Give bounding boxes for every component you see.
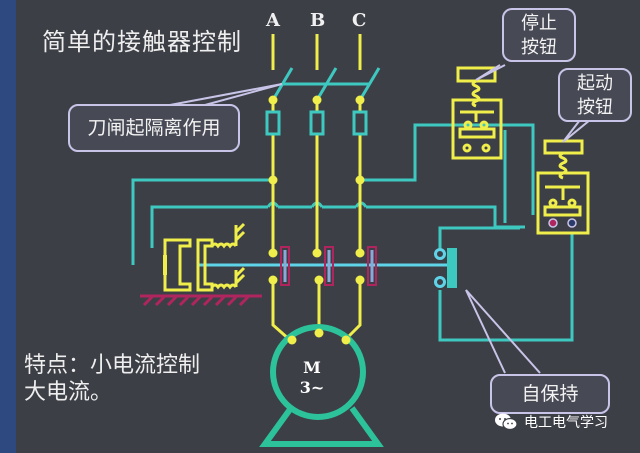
phase-label-c: C [352, 10, 367, 31]
knife-switch-pointer [169, 83, 283, 106]
left-accent-band [0, 0, 16, 453]
start-button[interactable] [536, 139, 590, 235]
motor-label: M 3~ [282, 358, 342, 398]
feature-description: 特点：小电流控制 大电流。 [24, 352, 200, 406]
stop-pointer [475, 64, 506, 81]
contactor-coil [163, 222, 246, 292]
phase-c-to-motor [343, 280, 362, 342]
motor-terminals [287, 328, 351, 345]
start-callout-line2: 按钮 [577, 97, 613, 118]
control-wire-left-outer [131, 178, 273, 265]
control-wire-hold-bottom [438, 232, 574, 342]
wechat-icon [495, 413, 518, 431]
knife-switch-callout-text: 刀闸起隔离作用 [87, 117, 221, 139]
stop-button[interactable] [451, 66, 503, 160]
stop-callout-line1: 停止 [521, 13, 557, 34]
self-hold-pointer [465, 289, 541, 374]
self-hold-callout-text: 自保持 [521, 383, 579, 405]
knife-switch [271, 67, 381, 101]
motor-label-phase: 3~ [299, 378, 325, 397]
lower-spring [210, 283, 238, 290]
start-terminal-left [548, 218, 558, 228]
watermark-text: 电工电气学习 [524, 415, 608, 431]
stop-button-callout: 停止 按钮 [502, 8, 576, 62]
start-button-callout: 起动 按钮 [558, 68, 632, 122]
fuse-b [309, 110, 325, 136]
self-hold-contact [434, 248, 457, 288]
control-wire-right-top [360, 123, 535, 215]
fuse-a [265, 110, 281, 136]
start-callout-line1: 起动 [577, 73, 613, 94]
phase-label-a: A [266, 10, 280, 31]
motor-symbol [259, 324, 384, 447]
start-pointer [562, 119, 591, 143]
feature-line1: 特点：小电流控制 [24, 353, 201, 378]
control-circuit [131, 123, 574, 342]
phase-a-to-motor [271, 280, 291, 342]
upper-spring [210, 242, 238, 249]
control-wire-left-inner [150, 205, 525, 248]
control-wire-hold-top [438, 226, 520, 250]
main-contacts [280, 246, 377, 286]
self-hold-callout: 自保持 [490, 374, 610, 414]
watermark: 电工电气学习 [494, 412, 608, 432]
fuse-c [352, 110, 368, 136]
stop-callout-line2: 按钮 [521, 37, 557, 58]
junction-dots [268, 95, 365, 285]
feature-line2: 大电流。 [24, 380, 113, 405]
start-terminal-right [567, 218, 577, 228]
fuses [265, 110, 368, 136]
page-title: 简单的接触器控制 [42, 28, 242, 56]
motor-label-m: M [303, 358, 321, 377]
ground-hatch [140, 294, 262, 307]
callout-pointers [169, 64, 591, 374]
phase-label-b: B [310, 10, 326, 31]
knife-switch-callout: 刀闸起隔离作用 [68, 104, 240, 152]
